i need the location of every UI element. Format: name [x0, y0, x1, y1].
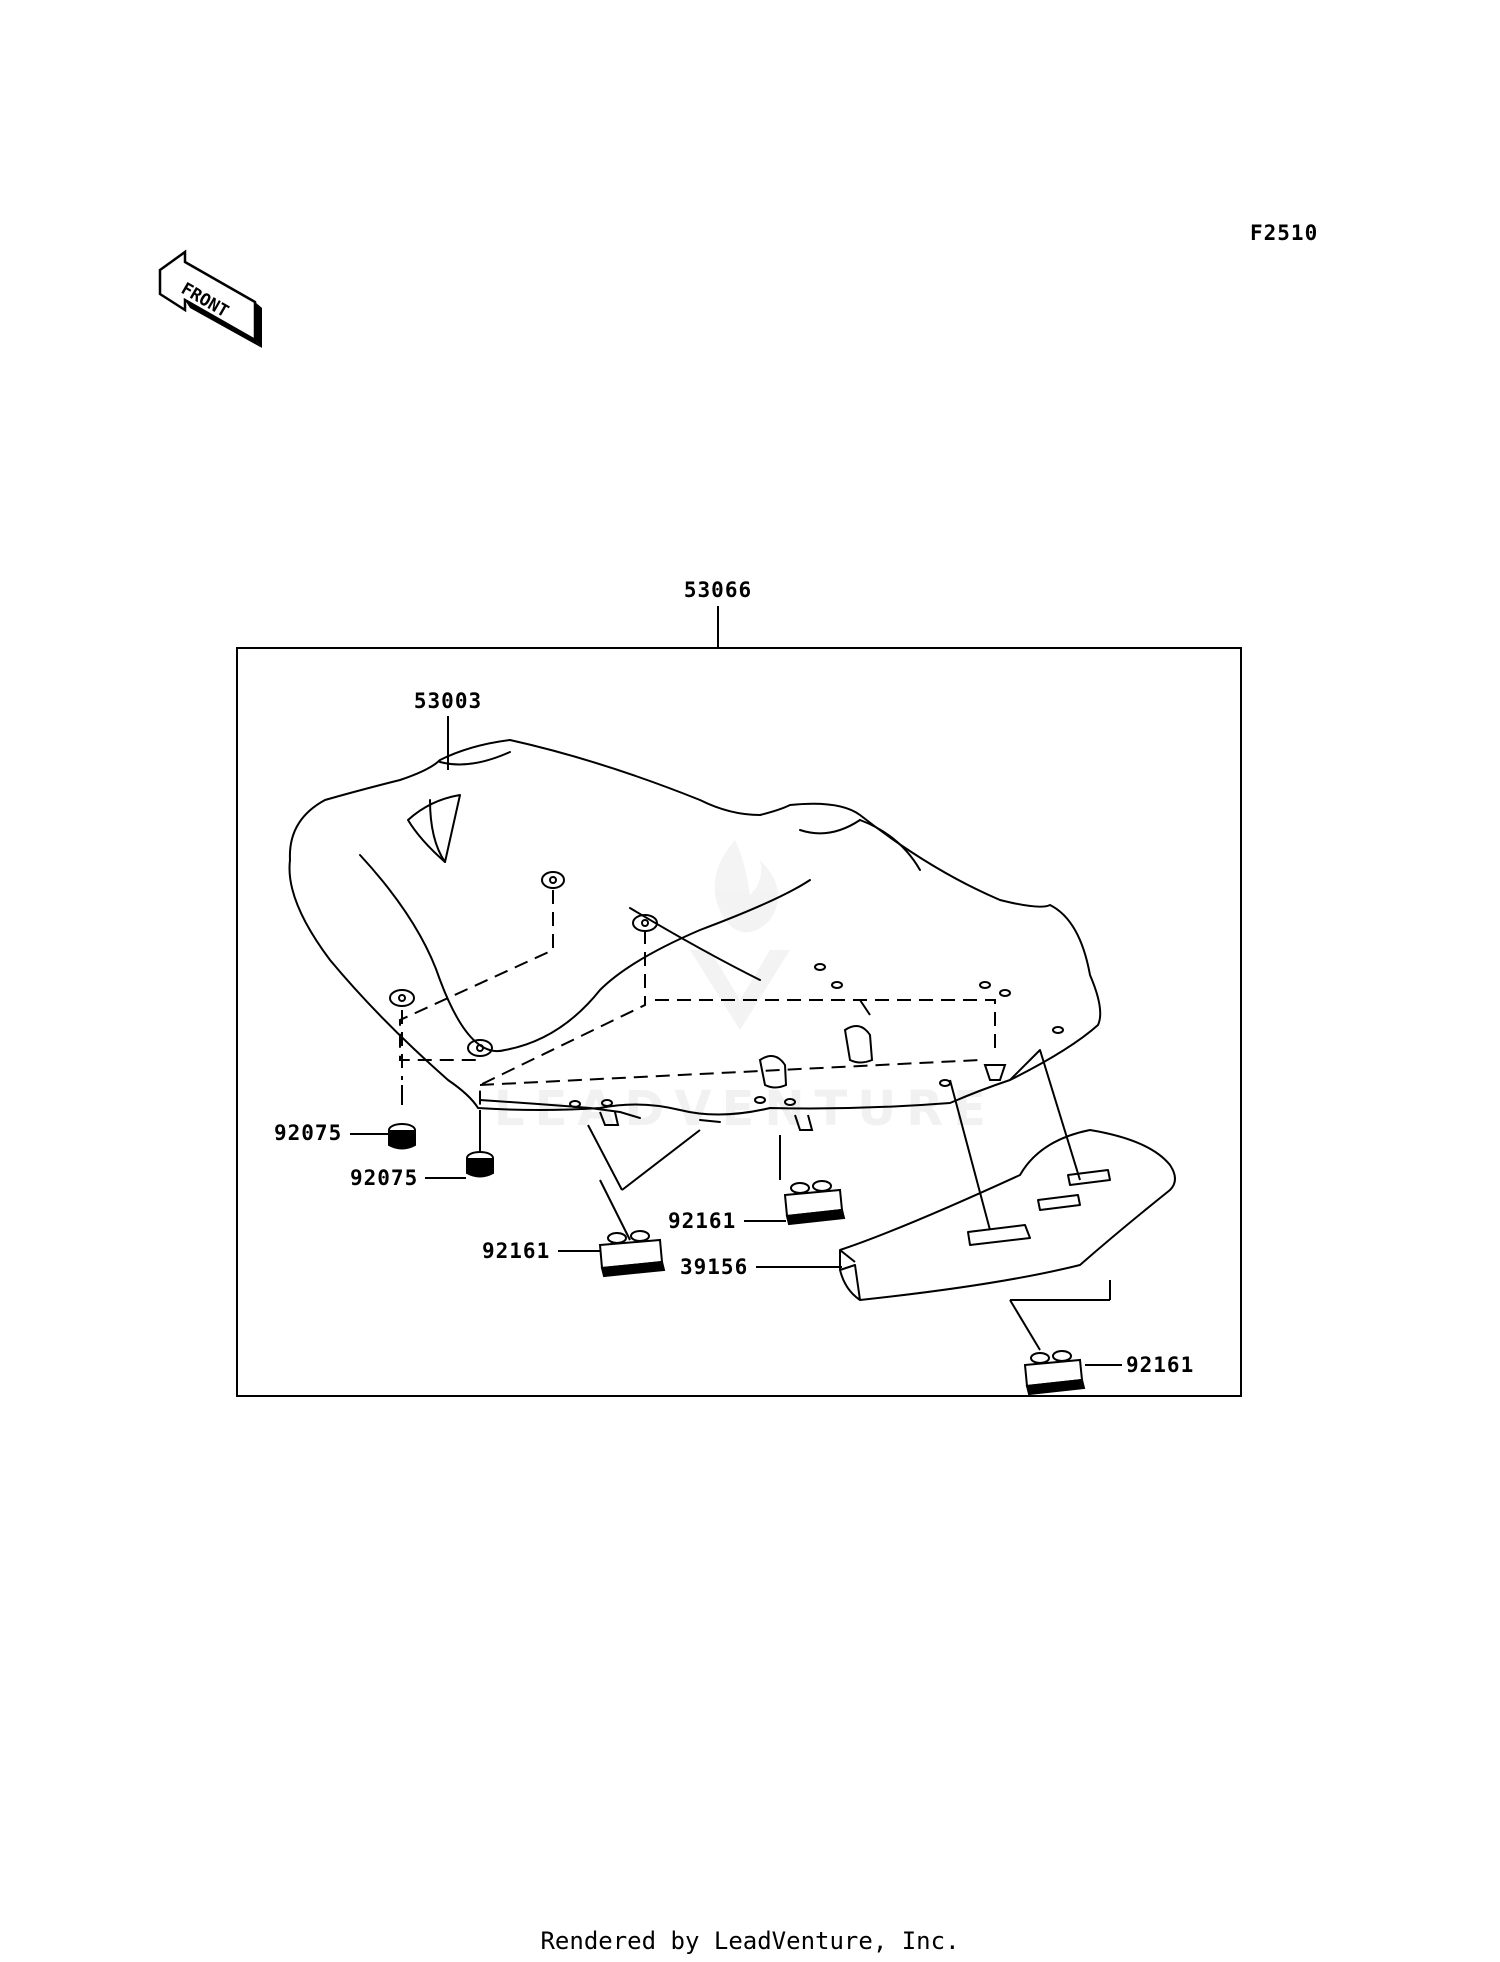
damper-92075-b: [466, 1151, 494, 1178]
assembly-frame: [236, 647, 1242, 1397]
label-92161-c: 92161: [1126, 1353, 1194, 1377]
label-92161-b: 92161: [668, 1209, 736, 1233]
leader-lines: [401, 1049, 1111, 1351]
seat-mount-holes: [389, 871, 1064, 1108]
label-53003: 53003: [414, 689, 482, 713]
label-92075-b: 92075: [350, 1166, 418, 1190]
clip-92161-a: [598, 1230, 666, 1278]
clip-92161-b: [783, 1180, 846, 1226]
watermark-logo: LEADVENTURE: [494, 840, 986, 1137]
label-92075-a: 92075: [274, 1121, 342, 1145]
label-39156: 39156: [680, 1255, 748, 1279]
label-92161-a: 92161: [482, 1239, 550, 1263]
tray-39156: [839, 1129, 1176, 1301]
clip-92161-c: [1023, 1350, 1086, 1396]
diagram-code: F2510: [1250, 221, 1318, 245]
label-53066: 53066: [684, 578, 752, 602]
damper-92075-a: [388, 1123, 416, 1150]
seat-hooks: [599, 999, 1007, 1131]
footer-credit: Rendered by LeadVenture, Inc.: [540, 1927, 960, 1955]
front-arrow-icon: FRONT: [158, 249, 262, 348]
seat-drawing: [288, 739, 1102, 1123]
mount-dashed-lines: [399, 890, 996, 1110]
